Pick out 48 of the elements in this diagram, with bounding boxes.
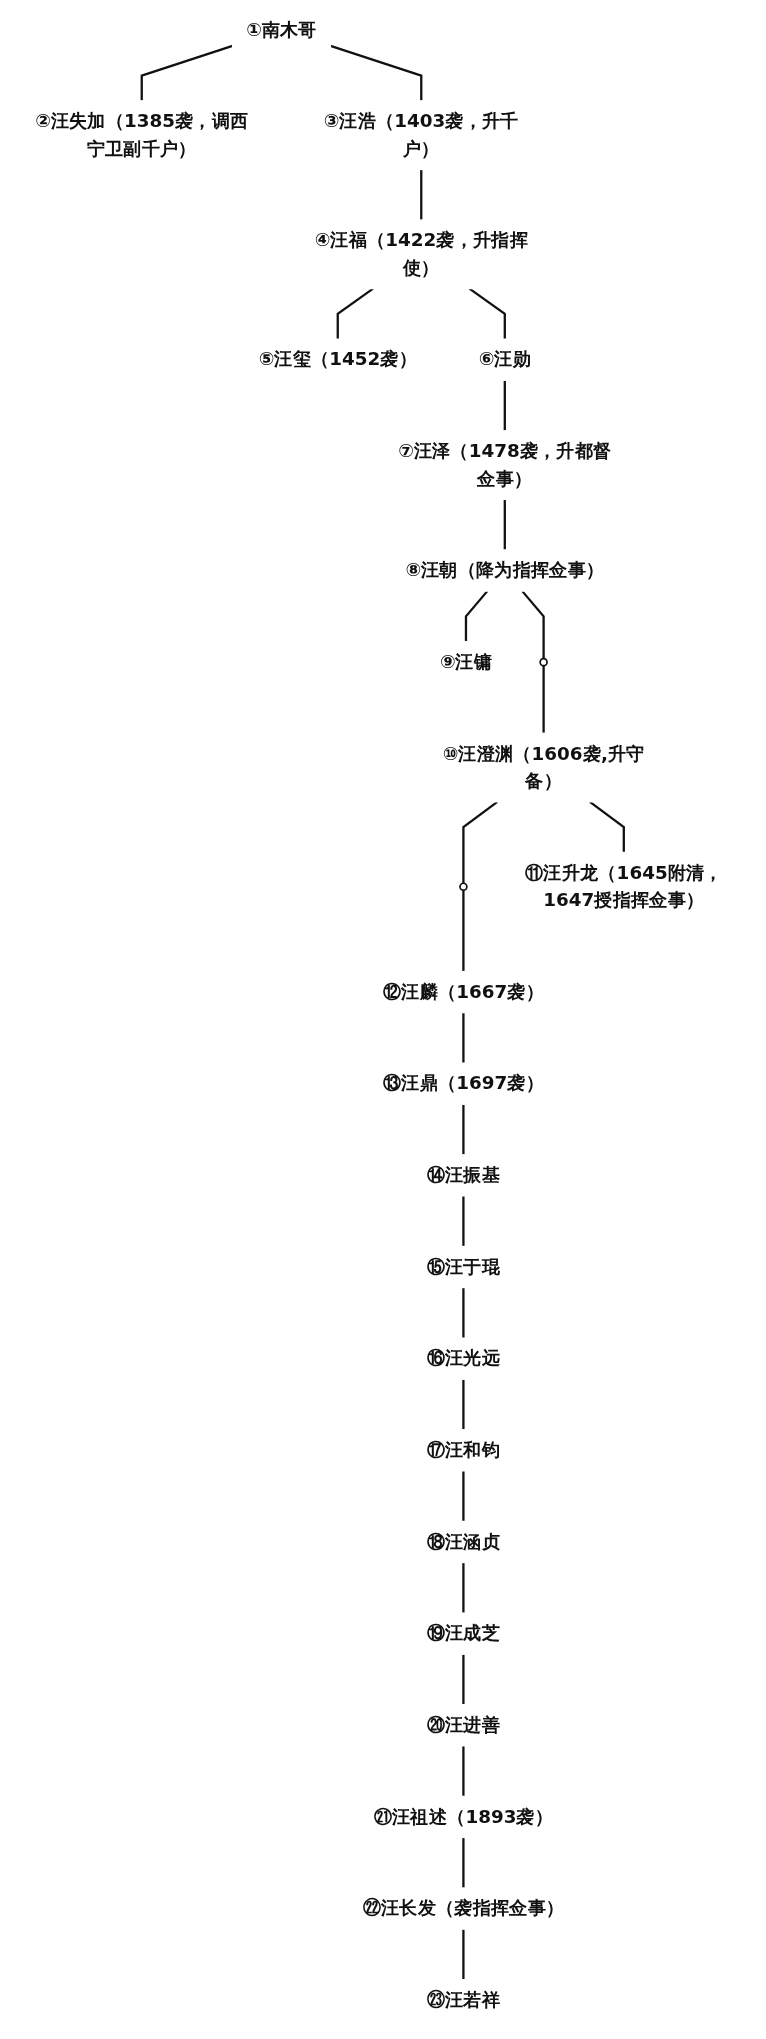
connector — [465, 590, 489, 642]
node-text: ⑨汪镛 — [440, 650, 493, 673]
connector — [462, 1929, 465, 1980]
node-text: ⑱汪涵贞 — [426, 1530, 501, 1553]
connector — [469, 287, 507, 340]
node-text: ㉓汪若祥 — [426, 1988, 501, 2011]
connector — [462, 1379, 465, 1430]
node-text: ⑩汪澄渊（1606袭,升守备） — [442, 742, 645, 792]
node-text: ②汪失加（1385袭，调西宁卫副千户） — [35, 109, 249, 160]
node-text: ④汪福（1422袭，升指挥使） — [314, 229, 529, 279]
connector — [462, 1012, 465, 1064]
node-text: ⑯汪光远 — [426, 1347, 501, 1369]
connector — [462, 1287, 465, 1339]
connector — [330, 44, 423, 101]
node-text: ⑧汪朝（降为指挥佥事） — [405, 559, 605, 581]
connector — [589, 801, 626, 853]
node-text: ⑤汪玺（1452袭） — [258, 348, 418, 371]
node-text: ⑭汪振基 — [426, 1163, 501, 1186]
node-circle — [539, 657, 549, 667]
node-text: ⑮汪于琨 — [426, 1255, 501, 1278]
connector — [521, 590, 545, 659]
connector — [336, 287, 374, 340]
connector — [503, 499, 507, 550]
node-text: ⑪汪升龙（1645附清，1647授指挥佥事） — [525, 861, 723, 911]
node-text: ⑦汪泽（1478袭，升都督佥事） — [398, 439, 612, 490]
node-text: ③汪浩（1403袭，升千户） — [324, 109, 519, 160]
connector — [462, 1837, 465, 1888]
connector — [462, 1745, 465, 1797]
connector — [462, 890, 465, 972]
connector — [542, 665, 545, 734]
connector — [503, 380, 507, 431]
connector — [462, 1196, 465, 1247]
node-text: ⑥汪勋 — [478, 348, 532, 371]
node-circle — [459, 882, 468, 891]
connector — [462, 1654, 465, 1705]
connector — [462, 1104, 465, 1155]
connector — [420, 169, 423, 220]
node-text: ①南木哥 — [246, 18, 317, 41]
node-text: ⑰汪和钧 — [426, 1438, 501, 1461]
node-text: ⑫汪麟（1667袭） — [383, 980, 545, 1003]
connector — [462, 1562, 465, 1613]
connector — [462, 801, 499, 884]
connector — [462, 1470, 465, 1522]
node-text: ㉒汪长发（袭指挥佥事） — [362, 1897, 565, 1919]
node-text: ㉑汪祖述（1893袭） — [373, 1805, 554, 1828]
node-text: ⑲汪成芝 — [426, 1622, 501, 1644]
node-text: ⑳汪进善 — [426, 1713, 501, 1736]
node-text: ⑬汪鼎（1697袭） — [383, 1072, 545, 1095]
